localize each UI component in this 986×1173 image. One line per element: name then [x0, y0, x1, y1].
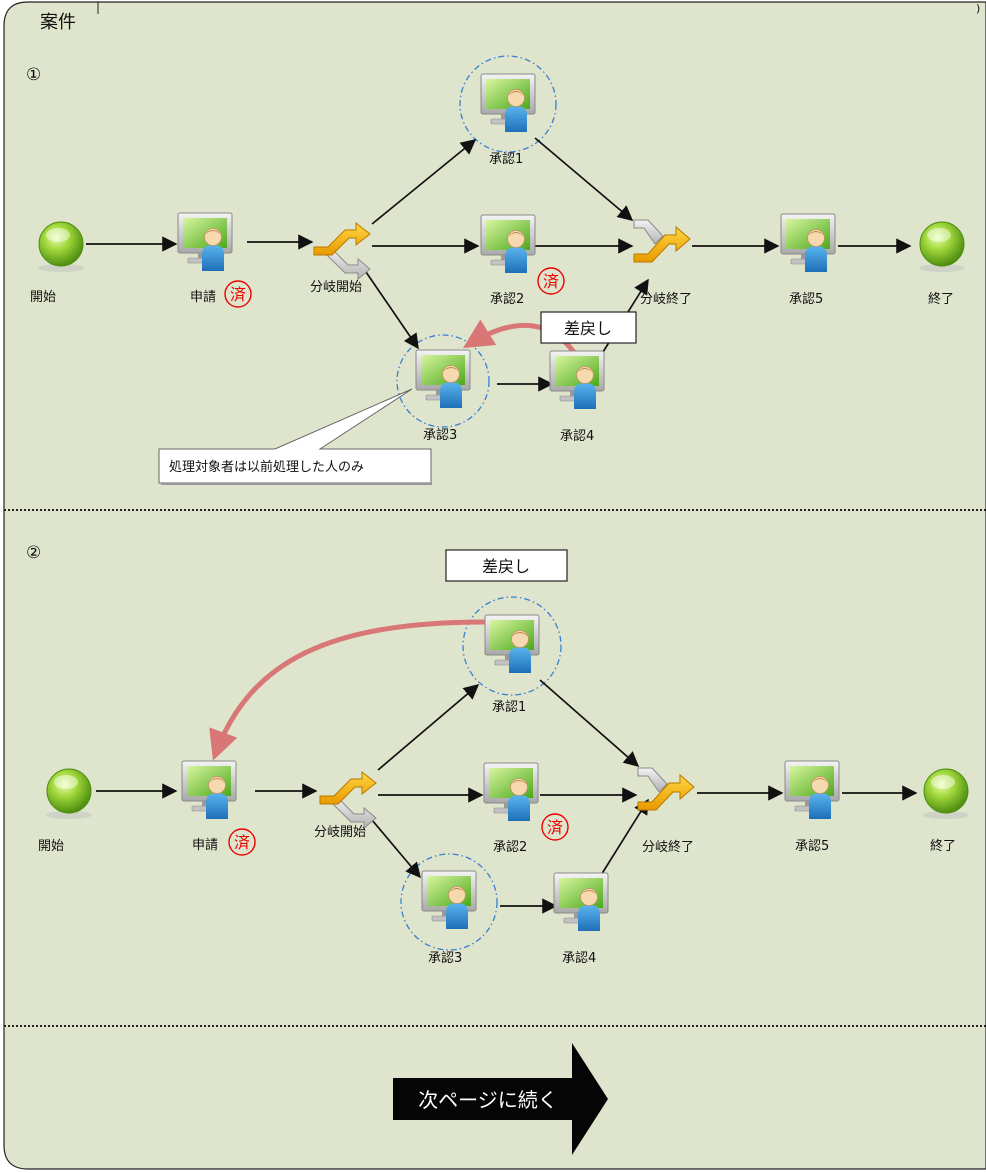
node-label-end: 終了 — [930, 838, 956, 854]
node-label-apply: 申請 — [192, 838, 218, 853]
continue-label: 次ページに続く — [418, 1088, 558, 1112]
return-label: 差戻し — [482, 557, 530, 576]
node-label-branch-start: 分岐開始 — [310, 280, 362, 295]
node-label-approve1: 承認1 — [489, 151, 523, 167]
arrow — [371, 819, 421, 879]
section-1-number: ① — [26, 65, 41, 85]
continue-arrow-icon: 次ページに続く — [393, 1043, 608, 1155]
section-2: ② 差戻し 開始 申請 済 分岐開始 承認1 承認2 — [26, 543, 970, 966]
highlight-ring-approve3 — [396, 334, 490, 428]
highlight-ring-approve1 — [462, 596, 562, 696]
done-stamp-icon — [228, 828, 256, 856]
done-stamp-icon — [537, 267, 565, 295]
node-label-start: 開始 — [38, 839, 64, 854]
done-stamp-icon — [224, 280, 252, 308]
callout-text: 処理対象者は以前処理した人のみ — [169, 459, 364, 475]
node-label-apply: 申請 — [190, 290, 216, 305]
return-label-box — [445, 549, 568, 582]
node-label-approve3: 承認3 — [423, 427, 457, 443]
highlight-ring-approve1 — [459, 55, 557, 153]
node-label-start: 開始 — [30, 290, 56, 305]
arrow — [371, 139, 477, 225]
done-stamp-icon — [541, 813, 569, 841]
frame-background — [3, 1, 986, 1170]
arrow — [365, 271, 419, 350]
return-arrow — [209, 619, 487, 761]
return-label-box — [540, 311, 637, 344]
node-label-approve2: 承認2 — [493, 839, 527, 855]
node-label-branch-start: 分岐開始 — [314, 825, 366, 840]
return-arrow — [462, 319, 581, 360]
node-label-approve5: 承認5 — [789, 291, 823, 307]
node-label-approve4: 承認4 — [560, 428, 594, 444]
node-label-end: 終了 — [928, 291, 954, 307]
return-label: 差戻し — [564, 319, 612, 338]
arrow — [597, 798, 649, 881]
done-stamp-text: 済 — [230, 285, 246, 304]
node-label-approve5: 承認5 — [795, 838, 829, 854]
arrow — [534, 137, 634, 221]
section-1: ① 開始 申請 済 分岐開始 承認1 承認2 済 承認3 — [26, 55, 966, 485]
page-corner-mark: ) — [976, 2, 980, 15]
node-label-approve2: 承認2 — [490, 291, 524, 307]
node-label-approve3: 承認3 — [428, 950, 462, 966]
node-label-approve4: 承認4 — [562, 950, 596, 966]
highlight-ring-approve3 — [400, 853, 498, 951]
done-stamp-text: 済 — [234, 833, 250, 852]
node-label-branch-end: 分岐終了 — [642, 839, 694, 855]
done-stamp-text: 済 — [547, 818, 563, 837]
frame-title: 案件 — [40, 12, 76, 33]
section-2-number: ② — [26, 543, 41, 563]
arrow — [377, 684, 480, 771]
done-stamp-text: 済 — [543, 272, 559, 291]
node-label-approve1: 承認1 — [492, 699, 526, 715]
node-label-branch-end: 分岐終了 — [640, 291, 692, 307]
arrow — [539, 679, 640, 768]
